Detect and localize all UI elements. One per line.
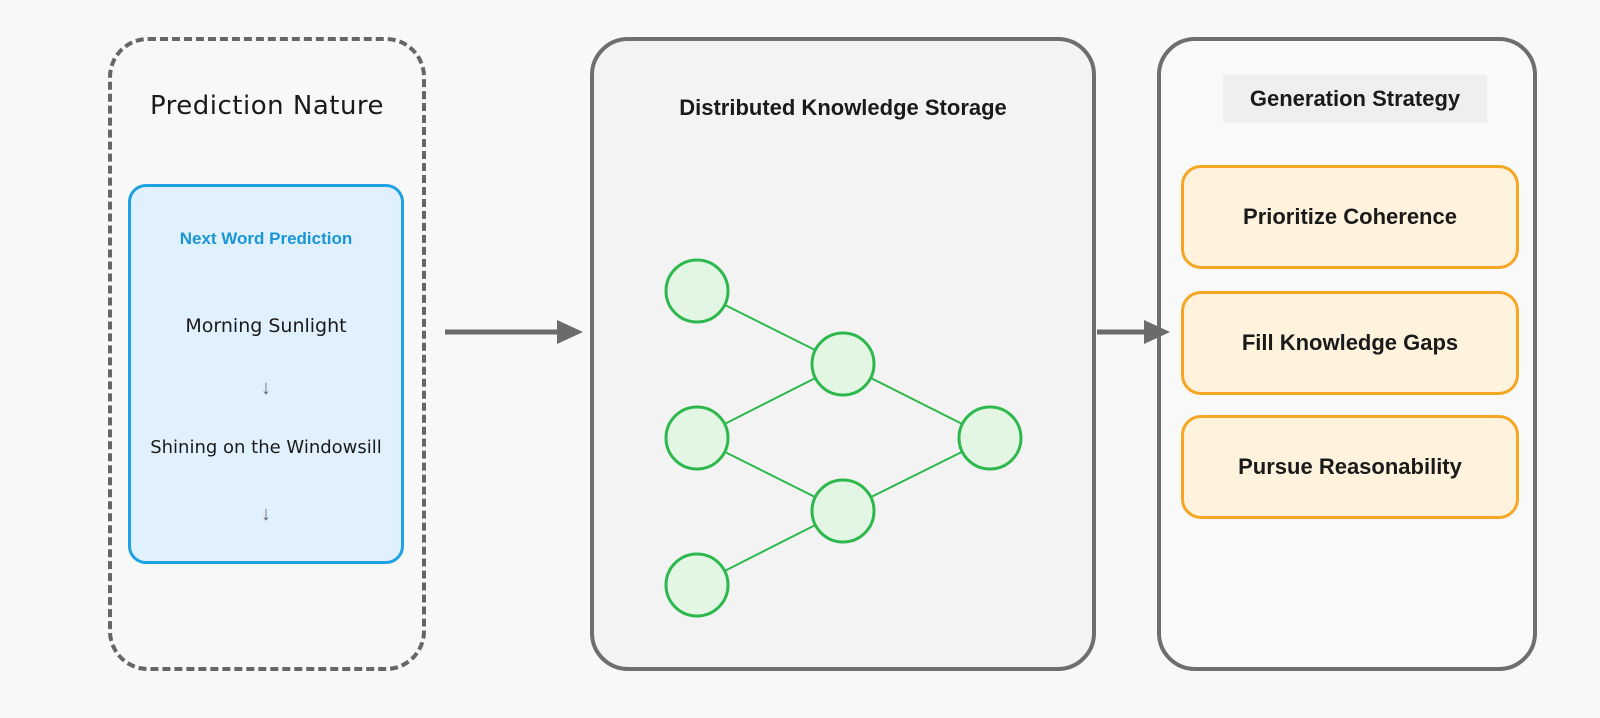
generation-strategy-title: Generation Strategy	[1223, 75, 1487, 123]
neural-network-graphic	[664, 258, 1023, 618]
input-node-3	[664, 552, 730, 618]
next-word-prediction-title: Next Word Prediction	[179, 229, 353, 248]
hidden-node-1	[810, 331, 876, 397]
network-nodes	[664, 258, 1023, 618]
down-arrow-icon: ↓	[261, 377, 271, 399]
strategy-item-reasonability: Pursue Reasonability	[1181, 415, 1519, 519]
prediction-word-1: Morning Sunlight	[185, 315, 347, 337]
strategy-item-knowledge-gaps: Fill Knowledge Gaps	[1181, 291, 1519, 395]
prediction-nature-title: Prediction Nature	[149, 91, 385, 121]
hidden-node-2	[810, 478, 876, 544]
prediction-word-2: Shining on the Windowsill	[150, 437, 382, 458]
knowledge-storage-title: Distributed Knowledge Storage	[679, 95, 1007, 120]
input-node-1	[664, 258, 730, 324]
output-node	[957, 405, 1023, 471]
generation-strategy-panel: Generation Strategy Prioritize Coherence…	[1157, 37, 1537, 671]
down-arrow-icon: ↓	[261, 503, 271, 525]
flow-arrow-2	[1097, 320, 1170, 344]
strategy-item-coherence: Prioritize Coherence	[1181, 165, 1519, 269]
input-node-2	[664, 405, 730, 471]
next-word-prediction-card: Next Word Prediction Morning Sunlight ↓ …	[128, 184, 404, 564]
flow-arrow-1	[445, 320, 583, 344]
